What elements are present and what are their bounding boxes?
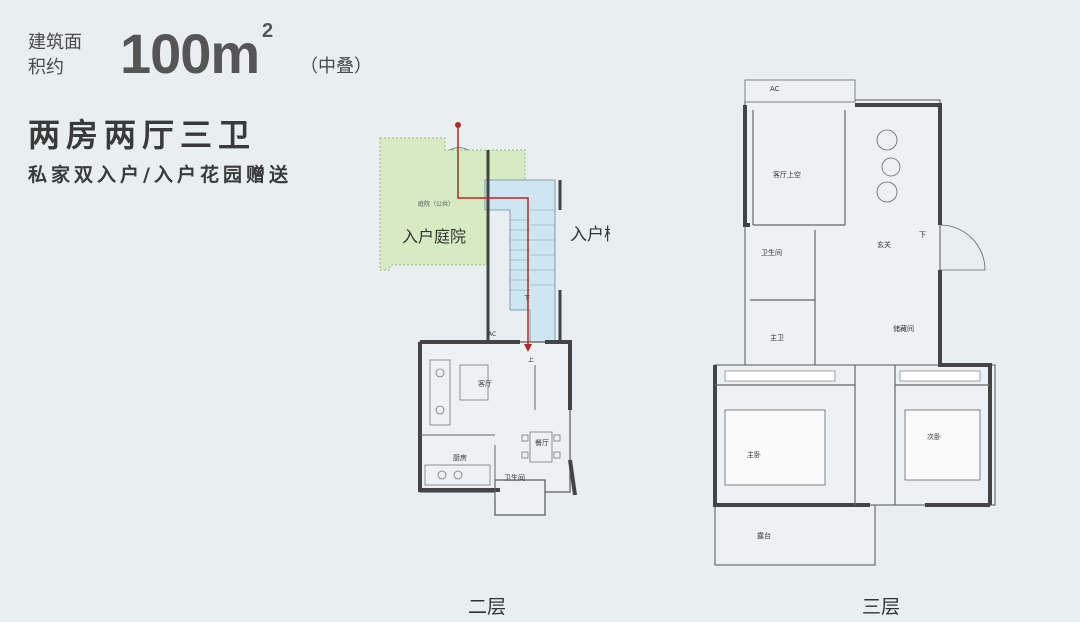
floor2-bath-label: 卫生间 bbox=[504, 473, 525, 482]
floor2-down-label: 下 bbox=[524, 295, 530, 302]
entry-route-line bbox=[457, 125, 529, 348]
area-label: 建筑面积约 bbox=[28, 32, 82, 78]
floor3-plan: AC 客厅上空 玄关 卫生间 主卫 储藏间 主卧 次卧 露台 下 bbox=[713, 79, 996, 566]
living-label: 客厅 bbox=[478, 379, 492, 388]
floor2-plan: 庭院（公共） 入户庭院 入户楼梯 AC 客厅 餐厅 厨房 卫生间 下 上 bbox=[379, 122, 610, 516]
floor2-up-label: 上 bbox=[528, 356, 534, 364]
terrace-label: 露台 bbox=[757, 531, 771, 540]
dining-label: 餐厅 bbox=[535, 438, 549, 447]
floor3-down-label: 下 bbox=[919, 231, 926, 239]
floor2-walls bbox=[418, 340, 577, 496]
entry-stair-treads bbox=[510, 209, 555, 291]
entry-courtyard-label: 入户庭院 bbox=[402, 227, 466, 246]
floor2-label: 二层 bbox=[468, 596, 507, 618]
courtyard-door bbox=[449, 147, 469, 151]
area-note: （中叠） bbox=[300, 56, 372, 77]
master-bed-label: 主卧 bbox=[747, 450, 761, 459]
entry-stair-area bbox=[484, 179, 556, 356]
beds bbox=[724, 409, 981, 486]
living-void-label: 客厅上空 bbox=[773, 170, 801, 179]
courtyard-public-label: 庭院（公共） bbox=[418, 200, 454, 208]
floor2-ac-label: AC bbox=[488, 331, 496, 338]
floor3-bath-label: 卫生间 bbox=[761, 248, 782, 257]
floor3-walls bbox=[713, 103, 992, 507]
floor3-ac-label: AC bbox=[770, 85, 780, 93]
wardrobes bbox=[724, 370, 981, 382]
foyer-label: 玄关 bbox=[877, 240, 891, 249]
living-furniture bbox=[429, 359, 489, 426]
entry-stair-label: 入户楼梯 bbox=[570, 225, 610, 245]
layout-subtitle: 私家双入户/入户花园赠送 bbox=[28, 164, 292, 186]
dining-table bbox=[521, 431, 561, 463]
area-value: 100m bbox=[120, 22, 260, 85]
floor3-label: 三层 bbox=[862, 596, 901, 618]
master-bath-label: 主卫 bbox=[770, 333, 784, 342]
kitchen-counter bbox=[424, 464, 491, 486]
layout-title: 两房两厅三卫 bbox=[28, 116, 257, 154]
kitchen-label: 厨房 bbox=[453, 453, 467, 462]
second-bed-label: 次卧 bbox=[927, 432, 941, 441]
storage-label: 储藏间 bbox=[893, 324, 914, 333]
area-superscript: 2 bbox=[262, 20, 274, 42]
